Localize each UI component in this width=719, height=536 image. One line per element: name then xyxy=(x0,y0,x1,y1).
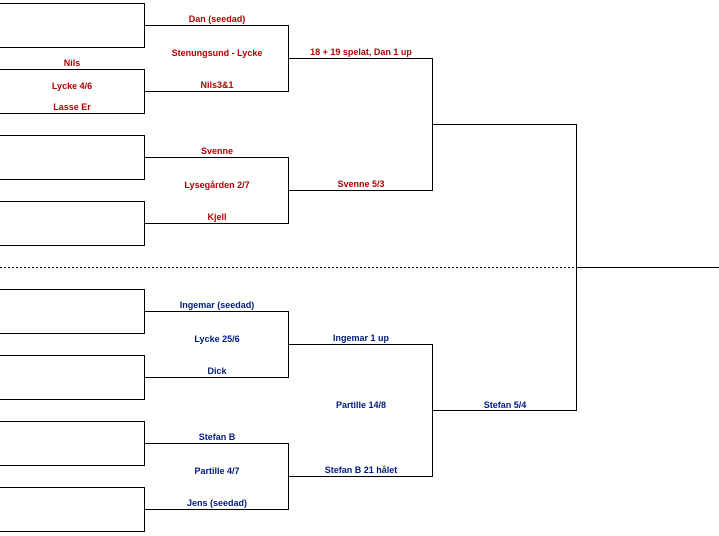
top-r1-c: Svenne xyxy=(200,146,234,156)
top-r1-b: Nils3&1 xyxy=(200,80,234,90)
bottom-r1-a-result: Lycke 25/6 xyxy=(194,334,240,344)
bottom-r1-a: Ingemar (seedad) xyxy=(179,300,255,310)
bottom-r2-result: Partille 14/8 xyxy=(335,400,387,410)
slot-4 xyxy=(0,201,145,246)
top-r1-a-result: Stenungsund - Lycke xyxy=(171,48,263,58)
top-pre-name1: Nils xyxy=(63,58,81,68)
top-r2-top: 18 + 19 spelat, Dan 1 up xyxy=(310,47,412,57)
top-r1-c-result: Lysegården 2/7 xyxy=(184,180,250,190)
connector-top-r2 xyxy=(288,58,433,191)
bottom-r2-top: Ingemar 1 up xyxy=(332,333,390,343)
top-r1-a: Dan (seedad) xyxy=(188,14,246,24)
bottom-r2-bottom: Stefan B 21 hålet xyxy=(324,465,398,475)
bottom-semi: Stefan 5/4 xyxy=(483,400,527,410)
slot-5 xyxy=(0,289,145,334)
slot-8 xyxy=(0,487,145,532)
bottom-r1-c: Stefan B xyxy=(198,432,236,442)
top-r2-bottom: Svenne 5/3 xyxy=(337,179,385,189)
top-pre-name2: Lasse Er xyxy=(53,102,91,112)
bottom-r1-d: Jens (seedad) xyxy=(186,498,248,508)
slot-1 xyxy=(0,3,145,48)
top-r1-d: Kjell xyxy=(207,212,227,222)
bottom-r1-b: Dick xyxy=(207,366,227,376)
bottom-r1-c-result: Partille 4/7 xyxy=(194,466,240,476)
slot-6 xyxy=(0,355,145,400)
slot-7 xyxy=(0,421,145,466)
top-pre-result: Lycke 4/6 xyxy=(51,81,93,91)
slot-3 xyxy=(0,135,145,180)
